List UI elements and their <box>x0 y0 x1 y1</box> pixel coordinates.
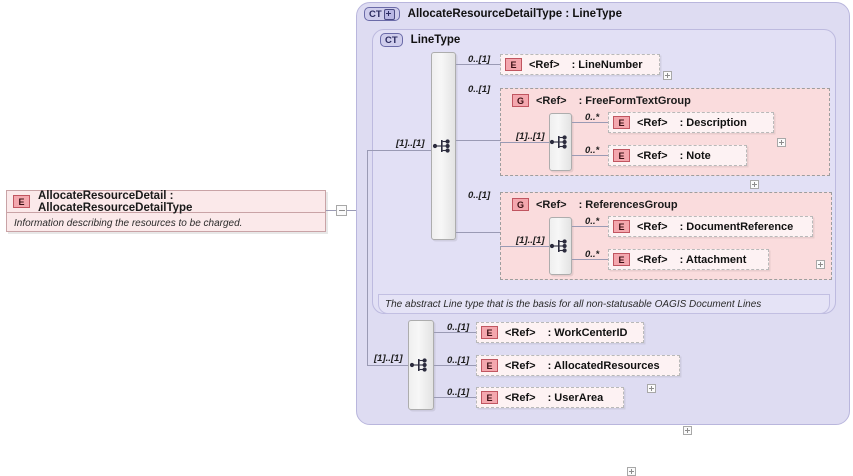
element-name-label: : Description <box>679 116 747 129</box>
referencesgroup-header: G <Ref> : ReferencesGroup <box>506 193 678 211</box>
element-ref-label: <Ref> <box>637 253 668 266</box>
connector-fftg-to-description <box>572 122 608 123</box>
element-name-label: : LineNumber <box>571 58 643 71</box>
freeformtextgroup-sequence-cardinality: [1]..[1] <box>516 131 545 142</box>
connector-spine-to-linetype <box>367 150 383 151</box>
element-tag-icon: E <box>481 326 498 339</box>
element-ref-label: <Ref> <box>505 359 536 372</box>
complextype-title: AllocateResourceDetailType : LineType <box>407 8 622 20</box>
sequence-icon <box>549 135 567 149</box>
element-tag-icon: E <box>13 195 30 208</box>
expand-toggle-userarea[interactable] <box>627 467 636 476</box>
connector-fftg-to-note <box>572 155 608 156</box>
group-ref-label: <Ref> <box>536 198 567 211</box>
linetype-badge[interactable]: CT <box>380 33 403 47</box>
element-ref-label: <Ref> <box>529 58 560 71</box>
group-tag-icon: G <box>512 198 529 211</box>
linetype-sequence-bar[interactable] <box>431 52 456 240</box>
sequence-icon <box>409 358 427 372</box>
connector-spine-to-detailseq <box>367 365 408 366</box>
complextype-header: CT AllocateResourceDetailType : LineType <box>364 7 622 21</box>
element-name-label: : UserArea <box>547 391 604 404</box>
element-tag-icon: E <box>481 391 498 404</box>
element-tag-icon: E <box>613 220 630 233</box>
element-allocatedresources[interactable]: E <Ref> : AllocatedResources <box>476 355 680 376</box>
referencesgroup-sequence-cardinality: [1]..[1] <box>516 235 545 246</box>
element-tag-icon: E <box>505 58 522 71</box>
group-name-label: : FreeFormTextGroup <box>578 94 691 107</box>
plus-icon[interactable] <box>383 8 395 20</box>
connector-spine-main <box>367 150 368 365</box>
connector-into-linetype-seq <box>383 150 431 151</box>
connector-detailseq-to-workcenterid <box>434 332 476 333</box>
allocatedresources-cardinality: 0..[1] <box>447 355 470 366</box>
linetype-annotation: The abstract Line type that is the basis… <box>378 294 830 314</box>
element-documentreference[interactable]: E <Ref> : DocumentReference <box>608 216 813 237</box>
userarea-cardinality: 0..[1] <box>447 387 470 398</box>
group-tag-icon: G <box>512 94 529 107</box>
connector-detailseq-to-userarea <box>434 397 476 398</box>
expand-toggle-linenumber[interactable] <box>663 71 672 80</box>
element-ref-label: <Ref> <box>505 391 536 404</box>
freeformtextgroup-header: G <Ref> : FreeFormTextGroup <box>506 89 691 107</box>
element-workcenterid[interactable]: E <Ref> : WorkCenterID <box>476 322 644 343</box>
attachment-cardinality: 0..* <box>585 249 600 260</box>
connector-detailseq-to-allocatedresources <box>434 365 476 366</box>
element-tag-icon: E <box>481 359 498 372</box>
linetype-title: LineType <box>410 34 461 46</box>
element-ref-label: <Ref> <box>637 220 668 233</box>
linenumber-cardinality: 0..[1] <box>468 54 491 65</box>
referencesgroup-cardinality: 0..[1] <box>468 190 491 201</box>
collapse-toggle-root[interactable] <box>336 205 347 216</box>
connector-refg-to-attachment <box>572 259 608 260</box>
element-ref-label: <Ref> <box>637 116 668 129</box>
linetype-sequence-cardinality: [1]..[1] <box>396 138 425 149</box>
connector-into-refg-seq <box>500 246 549 247</box>
element-userarea[interactable]: E <Ref> : UserArea <box>476 387 624 408</box>
expand-toggle-allocatedresources[interactable] <box>683 426 692 435</box>
workcenterid-cardinality: 0..[1] <box>447 322 470 333</box>
element-name-label: : Attachment <box>679 253 747 266</box>
connector-seq-to-referencesgroup <box>456 232 500 233</box>
element-attachment[interactable]: E <Ref> : Attachment <box>608 249 769 270</box>
root-element-box[interactable]: E AllocateResourceDetail : AllocateResou… <box>6 190 326 232</box>
sequence-icon <box>432 139 450 153</box>
root-element-annotation: Information describing the resources to … <box>14 217 243 229</box>
element-name-label: : AllocatedResources <box>547 359 660 372</box>
freeformtextgroup-cardinality: 0..[1] <box>468 84 491 95</box>
element-linenumber[interactable]: E <Ref> : LineNumber <box>500 54 660 75</box>
element-description[interactable]: E <Ref> : Description <box>608 112 774 133</box>
element-tag-icon: E <box>613 253 630 266</box>
element-name-label: : Note <box>679 149 711 162</box>
element-tag-icon: E <box>613 149 630 162</box>
group-ref-label: <Ref> <box>536 94 567 107</box>
expand-toggle-documentreference[interactable] <box>816 260 825 269</box>
expand-toggle-description[interactable] <box>777 138 786 147</box>
expand-toggle-workcenterid[interactable] <box>647 384 656 393</box>
complextype-badge[interactable]: CT <box>364 7 400 21</box>
linetype-header: CT LineType <box>380 33 460 47</box>
linetype-badge-label: CT <box>385 34 398 46</box>
root-element-label: AllocateResourceDetail : AllocateResourc… <box>38 189 193 214</box>
connector-root-to-expander <box>326 210 336 211</box>
element-ref-label: <Ref> <box>637 149 668 162</box>
expand-toggle-note[interactable] <box>750 180 759 189</box>
documentreference-cardinality: 0..* <box>585 216 600 227</box>
description-cardinality: 0..* <box>585 112 600 123</box>
group-name-label: : ReferencesGroup <box>578 198 678 211</box>
detail-sequence-cardinality: [1]..[1] <box>374 353 403 364</box>
connector-seq-to-freeformtextgroup <box>456 140 500 141</box>
element-ref-label: <Ref> <box>505 326 536 339</box>
complextype-badge-label: CT <box>369 8 382 20</box>
sequence-icon <box>549 239 567 253</box>
connector-refg-to-documentreference <box>572 226 608 227</box>
element-tag-icon: E <box>613 116 630 129</box>
element-name-label: : DocumentReference <box>679 220 794 233</box>
connector-into-fftg-seq <box>500 142 549 143</box>
note-cardinality: 0..* <box>585 145 600 156</box>
element-note[interactable]: E <Ref> : Note <box>608 145 747 166</box>
element-name-label: : WorkCenterID <box>547 326 628 339</box>
root-element-header: E AllocateResourceDetail : AllocateResou… <box>7 189 325 214</box>
connector-seq-to-linenumber <box>456 64 500 65</box>
